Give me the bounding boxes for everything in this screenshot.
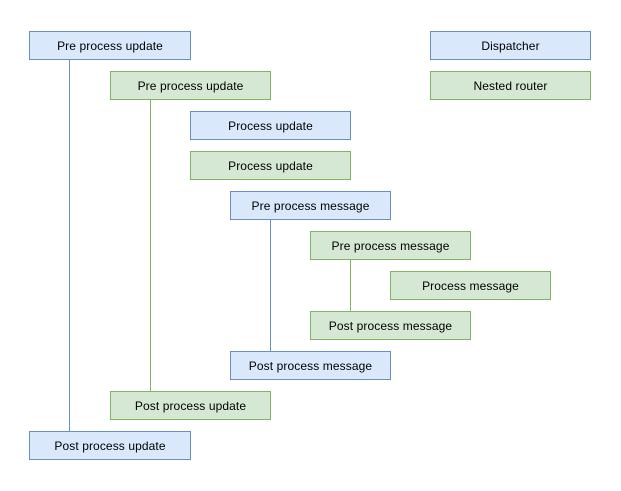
node-label: Pre process message — [251, 198, 370, 213]
legend-item-nested[interactable]: Nested router — [430, 71, 591, 100]
node-n7[interactable]: Process message — [390, 271, 551, 300]
node-n9[interactable]: Post process message — [230, 351, 391, 380]
connector-n1-to-n11 — [69, 60, 70, 431]
node-n3[interactable]: Process update — [190, 111, 351, 140]
node-label: Post process message — [248, 358, 373, 373]
node-label: Process message — [422, 278, 519, 293]
legend-item-label: Nested router — [473, 78, 548, 93]
connector-n5-to-n9 — [270, 220, 271, 351]
connector-n6-to-n8 — [350, 260, 351, 311]
node-n8[interactable]: Post process message — [310, 311, 471, 340]
node-label: Post process update — [54, 438, 166, 453]
node-n2[interactable]: Pre process update — [110, 71, 271, 100]
connector-n2-to-n10 — [150, 100, 151, 391]
node-label: Pre process update — [57, 38, 163, 53]
node-n10[interactable]: Post process update — [110, 391, 271, 420]
node-label: Process update — [228, 158, 313, 173]
node-label: Pre process update — [137, 78, 244, 93]
node-label: Post process message — [328, 318, 453, 333]
node-n6[interactable]: Pre process message — [310, 231, 471, 260]
legend-item-dispatcher[interactable]: Dispatcher — [430, 31, 591, 60]
node-n1[interactable]: Pre process update — [29, 31, 191, 60]
legend-item-label: Dispatcher — [481, 38, 540, 53]
node-label: Pre process message — [331, 238, 450, 253]
node-label: Post process update — [134, 398, 247, 413]
node-n5[interactable]: Pre process message — [230, 191, 391, 220]
node-n11[interactable]: Post process update — [29, 431, 191, 460]
node-n4[interactable]: Process update — [190, 151, 351, 180]
node-label: Process update — [228, 118, 313, 133]
